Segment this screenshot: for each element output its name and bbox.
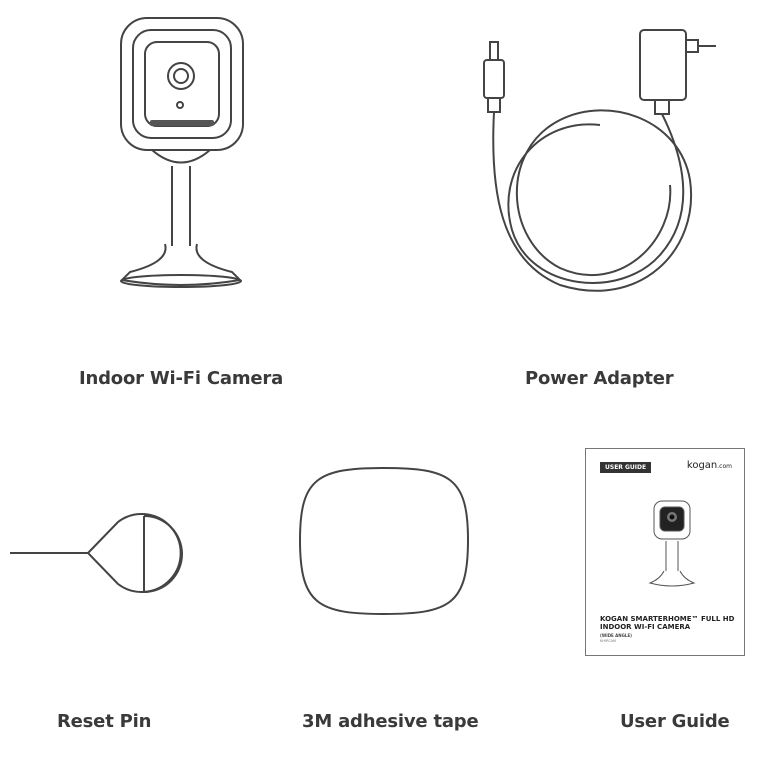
guide-subtitle: (WIDE ANGLE) — [600, 633, 633, 638]
camera-label: Indoor Wi-Fi Camera — [79, 368, 284, 389]
guide-camera-image — [648, 500, 696, 587]
guide-brand: kogan.com — [687, 460, 732, 471]
user-guide-booklet: USER GUIDE kogan.com KOGAN SMARTERHOME™ … — [585, 448, 745, 656]
power-adapter-label: Power Adapter — [525, 368, 674, 389]
guide-badge: USER GUIDE — [600, 462, 652, 473]
guide-code: KHIPCAM — [600, 639, 616, 643]
guide-brand-suffix: .com — [717, 463, 732, 470]
reset-pin-label: Reset Pin — [57, 711, 152, 732]
adhesive-tape-label: 3M adhesive tape — [302, 711, 479, 732]
guide-brand-name: kogan — [686, 460, 718, 471]
user-guide-label: User Guide — [620, 711, 730, 732]
guide-title: KOGAN SMARTERHOME™ FULL HD INDOOR WI-FI … — [600, 615, 735, 631]
